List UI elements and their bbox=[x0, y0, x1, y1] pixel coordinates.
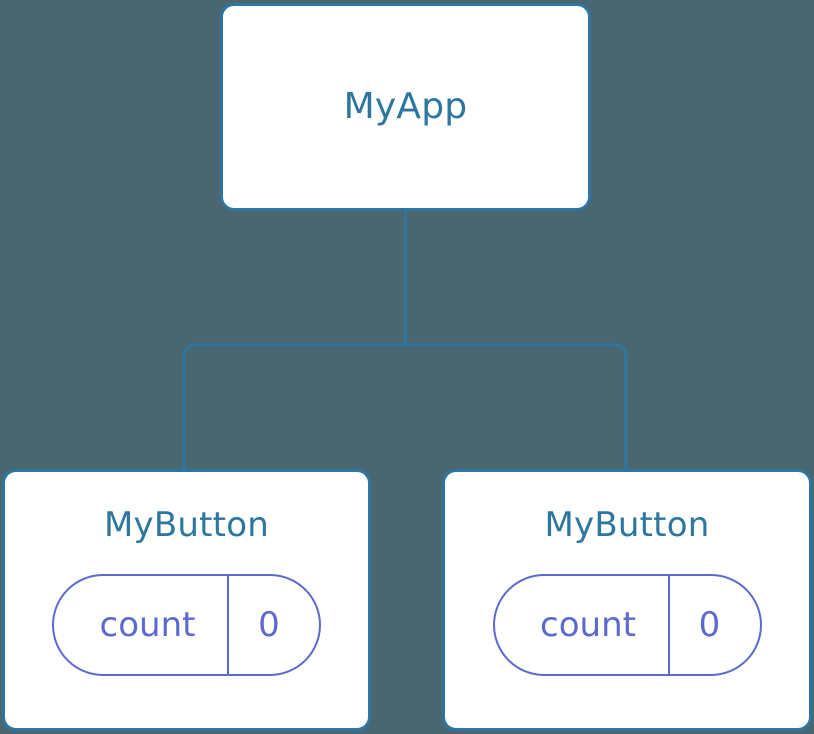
connector-branch-left bbox=[182, 343, 406, 470]
state-chip-left-key: count bbox=[54, 576, 229, 674]
state-chip-left-value: 0 bbox=[258, 605, 280, 645]
state-chip-right[interactable]: count 0 bbox=[492, 574, 762, 676]
node-myapp[interactable]: MyApp bbox=[220, 3, 591, 211]
node-mybutton-right[interactable]: MyButton count 0 bbox=[442, 469, 812, 731]
node-mybutton-right-title: MyButton bbox=[544, 505, 710, 545]
node-mybutton-left-title: MyButton bbox=[104, 505, 269, 545]
state-chip-left[interactable]: count 0 bbox=[52, 574, 321, 676]
connector-branch-right bbox=[405, 343, 628, 470]
node-myapp-title: MyApp bbox=[343, 86, 468, 127]
node-mybutton-left[interactable]: MyButton count 0 bbox=[2, 469, 371, 731]
state-chip-right-value: 0 bbox=[698, 605, 721, 645]
state-chip-right-key: count bbox=[495, 576, 670, 674]
